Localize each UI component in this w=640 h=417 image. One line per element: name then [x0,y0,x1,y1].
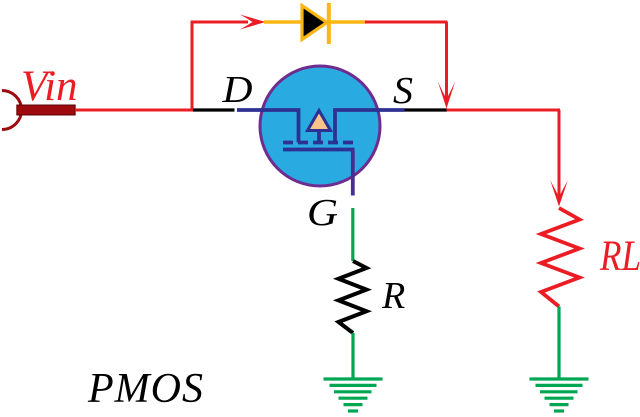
ground-left-icon [323,377,383,413]
pmos-transistor [237,64,405,196]
feedback-wire-right [365,20,448,99]
diode-triangle [300,2,330,43]
mosfet-drain-lead [237,108,301,143]
ground-right-icon [529,377,589,413]
gate-resistor [332,259,373,335]
mosfet-substrate-arrow-icon [304,107,334,132]
drain-label: D [221,69,252,111]
feedback-diode [264,2,366,44]
load-resistor-label: RL [599,233,640,280]
vin-label: Vin [21,63,78,110]
feedback-wire-left [190,20,248,110]
gate-resistor-label: R [381,275,405,317]
load-arrow-down-icon [550,180,568,207]
source-label: S [393,70,413,112]
gate-label: G [307,192,338,234]
current-arrow-down-icon [437,81,456,109]
current-arrow-right-icon [240,14,266,30]
circuit-caption: PMOS [87,366,204,412]
load-resistor [535,206,585,308]
load-branch-wire [446,108,561,197]
mosfet-source-lead [333,108,405,143]
